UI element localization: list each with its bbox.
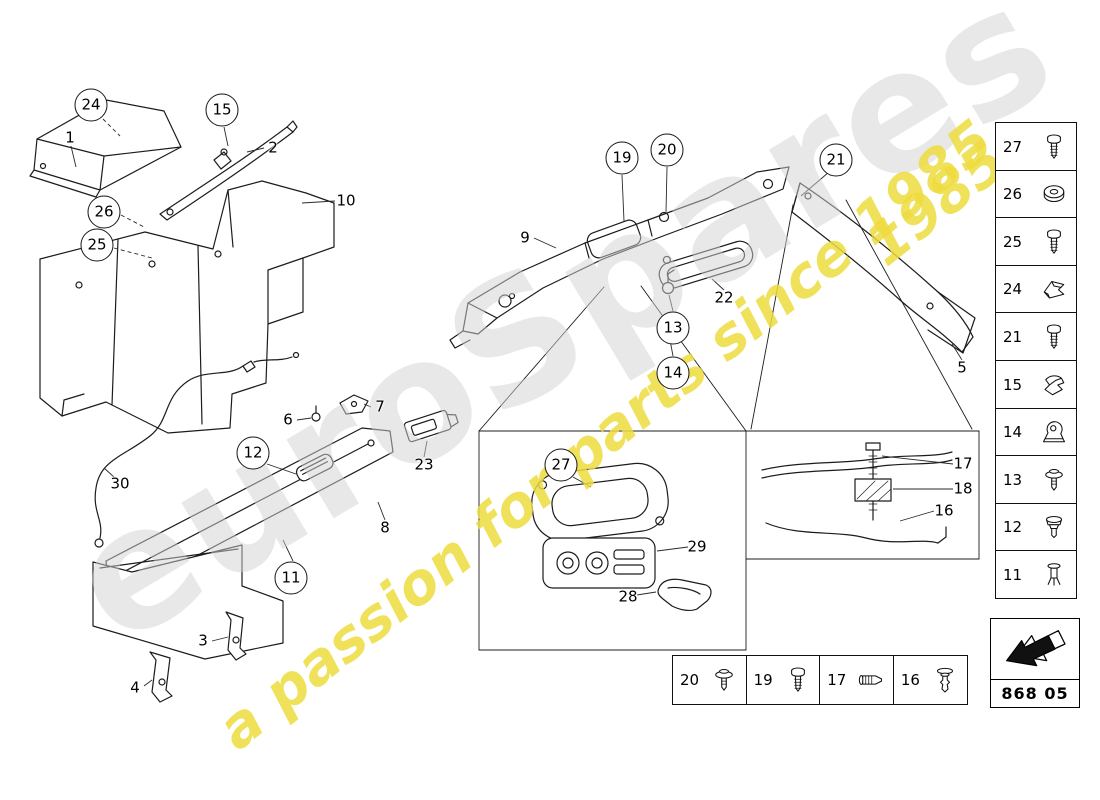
cable-clamp-icon [1039, 414, 1069, 450]
callout-6[interactable]: 6 [283, 410, 293, 429]
callout-11[interactable]: 11 [274, 561, 308, 595]
callout-19[interactable]: 19 [605, 141, 639, 175]
fastener-sidebar: 27 26 25 24 21 15 14 13 12 11 [995, 122, 1077, 600]
callout-29[interactable]: 29 [687, 537, 707, 556]
part-bracket-4 [149, 651, 173, 703]
expanding-rivet-icon [1039, 557, 1069, 593]
part-windshield-frame-trim [449, 166, 790, 349]
fastener-item-13[interactable]: 13 [995, 455, 1077, 505]
callout-8[interactable]: 8 [380, 518, 390, 537]
part-sun-visor-right [658, 240, 754, 289]
fastener-item-27[interactable]: 27 [995, 122, 1077, 171]
washer-screw-icon [1039, 462, 1069, 498]
callout-16[interactable]: 16 [934, 501, 954, 520]
watermark: euroSpares a passion for parts since 198… [38, 0, 1085, 763]
part-visor-rail [159, 120, 298, 221]
callout-27[interactable]: 27 [544, 448, 578, 482]
fastener-item-14[interactable]: 14 [995, 407, 1077, 457]
washer-icon [1039, 176, 1069, 212]
direction-arrow-icon [1006, 630, 1066, 667]
fastener-legend: 20 19 17 16 [672, 655, 968, 705]
fastener-number: 20 [680, 671, 700, 689]
part-code-box: 868 05 [990, 618, 1080, 708]
part-roof-control-panel [542, 537, 656, 589]
callout-20[interactable]: 20 [650, 133, 684, 167]
inset-pillar-detail [761, 442, 953, 544]
callout-17[interactable]: 17 [953, 454, 973, 473]
part-bracket-3 [225, 611, 247, 661]
grommet-icon [1039, 509, 1069, 545]
fastener-number: 19 [753, 671, 773, 689]
part-lower-quarter-trim [92, 544, 284, 660]
part-bulkhead-trim [39, 180, 335, 434]
fastener-number: 21 [1003, 327, 1023, 346]
callout-15[interactable]: 15 [205, 93, 239, 127]
projection-frame-lines [478, 199, 980, 651]
callout-25[interactable]: 25 [80, 228, 114, 262]
push-rivet-icon [930, 662, 960, 698]
callout-13[interactable]: 13 [656, 311, 690, 345]
callout-18[interactable]: 18 [953, 479, 973, 498]
fastener-item-26[interactable]: 26 [995, 169, 1077, 219]
callout-4[interactable]: 4 [130, 678, 140, 697]
callout-3[interactable]: 3 [198, 631, 208, 650]
fastener-item-24[interactable]: 24 [995, 264, 1077, 314]
part-a-pillar-trim [791, 182, 976, 354]
fastener-number: 26 [1003, 185, 1023, 204]
fastener-item-25[interactable]: 25 [995, 217, 1077, 267]
callout-2[interactable]: 2 [268, 138, 278, 157]
part-code: 868 05 [990, 680, 1080, 708]
fastener-item-17[interactable]: 17 [819, 655, 895, 705]
part-small-clips [311, 394, 369, 422]
fastener-item-16[interactable]: 16 [892, 655, 968, 705]
callout-10[interactable]: 10 [336, 191, 356, 210]
watermark-brand: euroSpares [38, 0, 1085, 682]
leader-lines [70, 118, 963, 687]
fastener-item-12[interactable]: 12 [995, 502, 1077, 552]
fastener-item-11[interactable]: 11 [995, 550, 1077, 600]
callout-24[interactable]: 24 [74, 88, 108, 122]
fastener-number: 13 [1003, 470, 1023, 489]
part-switch-cover [657, 578, 712, 612]
callout-9[interactable]: 9 [520, 228, 530, 247]
screw-icon [1039, 224, 1069, 260]
part-visor-clip [661, 269, 675, 295]
callout-14[interactable]: 14 [656, 356, 690, 390]
screw-icon [783, 662, 813, 698]
fastener-item-19[interactable]: 19 [745, 655, 821, 705]
screw-icon [1039, 319, 1069, 355]
fastener-number: 14 [1003, 423, 1023, 442]
callout-22[interactable]: 22 [714, 288, 734, 307]
callout-5[interactable]: 5 [957, 358, 967, 377]
fastener-item-21[interactable]: 21 [995, 312, 1077, 362]
callout-12[interactable]: 12 [236, 436, 270, 470]
fastener-number: 24 [1003, 280, 1023, 299]
callout-1[interactable]: 1 [65, 128, 75, 147]
fastener-number: 16 [900, 671, 920, 689]
fastener-number: 27 [1003, 137, 1023, 156]
callout-30[interactable]: 30 [110, 474, 130, 493]
fastener-item-20[interactable]: 20 [672, 655, 747, 705]
fastener-number: 15 [1003, 375, 1023, 394]
part-bracket-23 [403, 409, 459, 443]
callout-23[interactable]: 23 [414, 455, 434, 474]
part-sun-visor [29, 99, 182, 198]
fastener-number: 12 [1003, 518, 1023, 537]
callout-7[interactable]: 7 [375, 397, 385, 416]
long-rivet-icon [856, 662, 886, 698]
spring-clip-icon [1039, 271, 1069, 307]
fastener-number: 17 [827, 671, 847, 689]
fastener-item-15[interactable]: 15 [995, 360, 1077, 410]
fastener-number: 11 [1003, 565, 1023, 584]
screw-icon [1039, 129, 1069, 165]
callout-21[interactable]: 21 [819, 143, 853, 177]
washer-screw-icon [709, 662, 739, 698]
callout-26[interactable]: 26 [87, 195, 121, 229]
fastener-number: 25 [1003, 232, 1023, 251]
direction-arrow-box [990, 618, 1080, 680]
clip-nut-icon [1039, 367, 1069, 403]
callout-28[interactable]: 28 [618, 587, 638, 606]
